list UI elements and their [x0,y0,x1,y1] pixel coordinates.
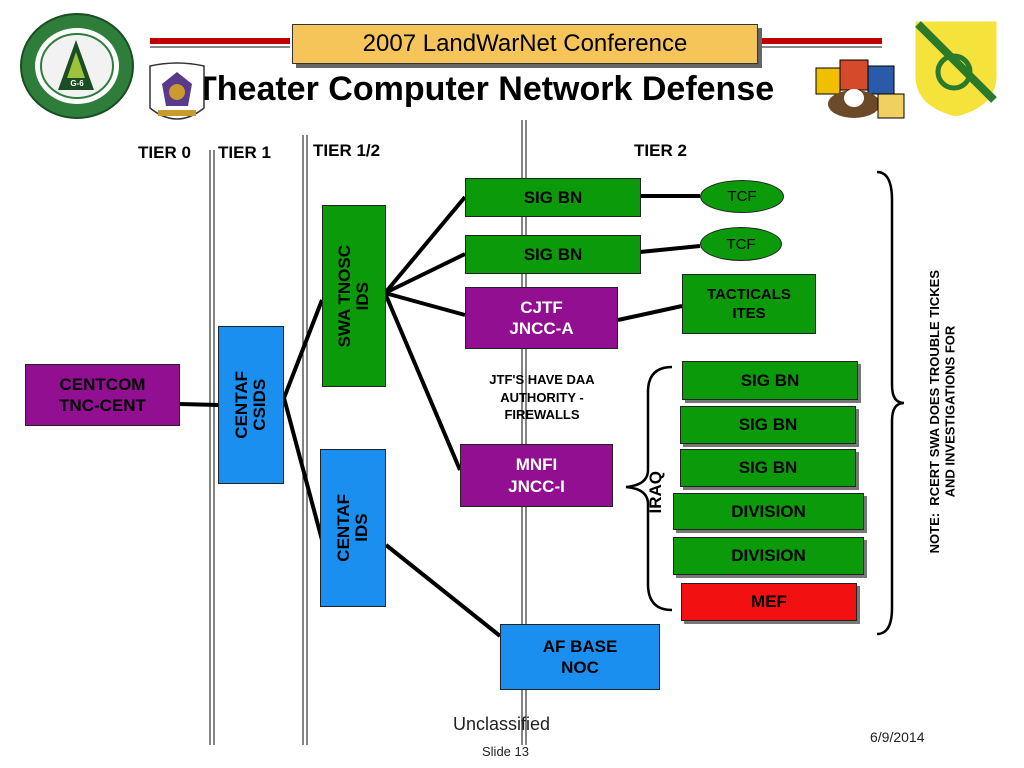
sig-bn-1-label: SIG BN [523,187,583,207]
iraq-text: IRAQ [646,470,666,514]
centaf-csids-label: CENTAF CSIDS [232,371,269,439]
tacticals-ites-label: TACTICALS ITES [707,285,791,323]
division-2-label: DIVISION [731,546,806,565]
page-title: Theater Computer Network Defense [196,70,775,108]
tcf-2-node: TCF [700,227,782,261]
rcert-note: NOTE: RCERT SWA DOES TROUBLE TICKES AND … [927,270,958,554]
rcert-note-container: NOTE: RCERT SWA DOES TROUBLE TICKES AND … [910,222,976,602]
tier-0-label: TIER 0 [138,143,191,162]
tcf-2-label: TCF [726,235,756,253]
tcf-1-label: TCF [727,188,757,205]
tacticals-ites-node: TACTICALS ITES [682,274,816,334]
iraq-sig-bn-2-node: SIG BN [680,406,856,444]
accent-bar-right [760,38,882,44]
iraq-sig-bn-2-label: SIG BN [738,415,798,434]
iraq-label: IRAQ [643,462,669,522]
accent-bar-left [150,38,290,44]
accent-bar-left-shadow [150,46,290,48]
conference-banner: 2007 LandWarNet Conference [292,24,758,64]
iraq-sig-bn-1-label: SIG BN [740,370,800,390]
unit-patches-logo [810,56,910,122]
mnfi-label: MNFI JNCC-I [508,455,565,496]
division-2-node: DIVISION [673,537,864,575]
centaf-ids-node: CENTAF IDS [320,449,386,607]
iraq-sig-bn-3-label: SIG BN [738,458,798,477]
iraq-sig-bn-3-node: SIG BN [680,449,856,487]
centaf-ids-label: CENTAF IDS [334,494,371,562]
slide-number: Slide 13 [482,744,529,759]
tier-1-label: TIER 1 [218,143,271,162]
division-1-node: DIVISION [673,493,864,530]
slide-date: 6/9/2014 [870,729,925,745]
tier-1-2-label: TIER 1/2 [313,141,381,160]
swa-tnosc-label: SWA TNOSC IDS [335,244,372,348]
iraq-bracket [625,365,673,612]
mef-node: MEF [681,583,857,621]
mnfi-node: MNFI JNCC-I [460,444,613,507]
iraq-sig-bn-1-node: SIG BN [682,361,858,400]
accent-bar-right-shadow [760,46,882,48]
cjtf-label: CJTF JNCC-A [509,297,574,338]
classification-label: Unclassified [453,714,551,734]
sig-bn-2-node: SIG BN [465,235,641,274]
swa-tnosc-node: SWA TNOSC IDS [322,205,386,387]
centcom-node: CENTCOM TNC-CENT [25,364,180,426]
sig-bn-2-label: SIG BN [523,244,583,264]
cio-seal-logo: G-6 [18,12,136,120]
svg-text:G-6: G-6 [70,79,84,88]
tcf-1-node: TCF [700,180,784,213]
tier-2-label: TIER 2 [634,141,687,160]
sig-bn-1-node: SIG BN [465,178,641,217]
division-1-label: DIVISION [731,501,806,521]
tier2-bracket [876,170,905,636]
af-base-noc-node: AF BASE NOC [500,624,660,690]
network-links [179,194,701,638]
centcom-label: CENTCOM TNC-CENT [59,374,146,415]
jtf-daa-note: JTF'S HAVE DAA AUTHORITY - FIREWALLS [489,372,595,423]
army-central-logo [144,58,210,130]
cjtf-node: CJTF JNCC-A [465,287,618,349]
signal-corps-shield-logo [910,16,1002,120]
conference-title: 2007 LandWarNet Conference [362,30,688,57]
centaf-csids-node: CENTAF CSIDS [218,326,284,484]
af-base-noc-label: AF BASE NOC [542,636,618,677]
mef-label: MEF [751,592,787,611]
